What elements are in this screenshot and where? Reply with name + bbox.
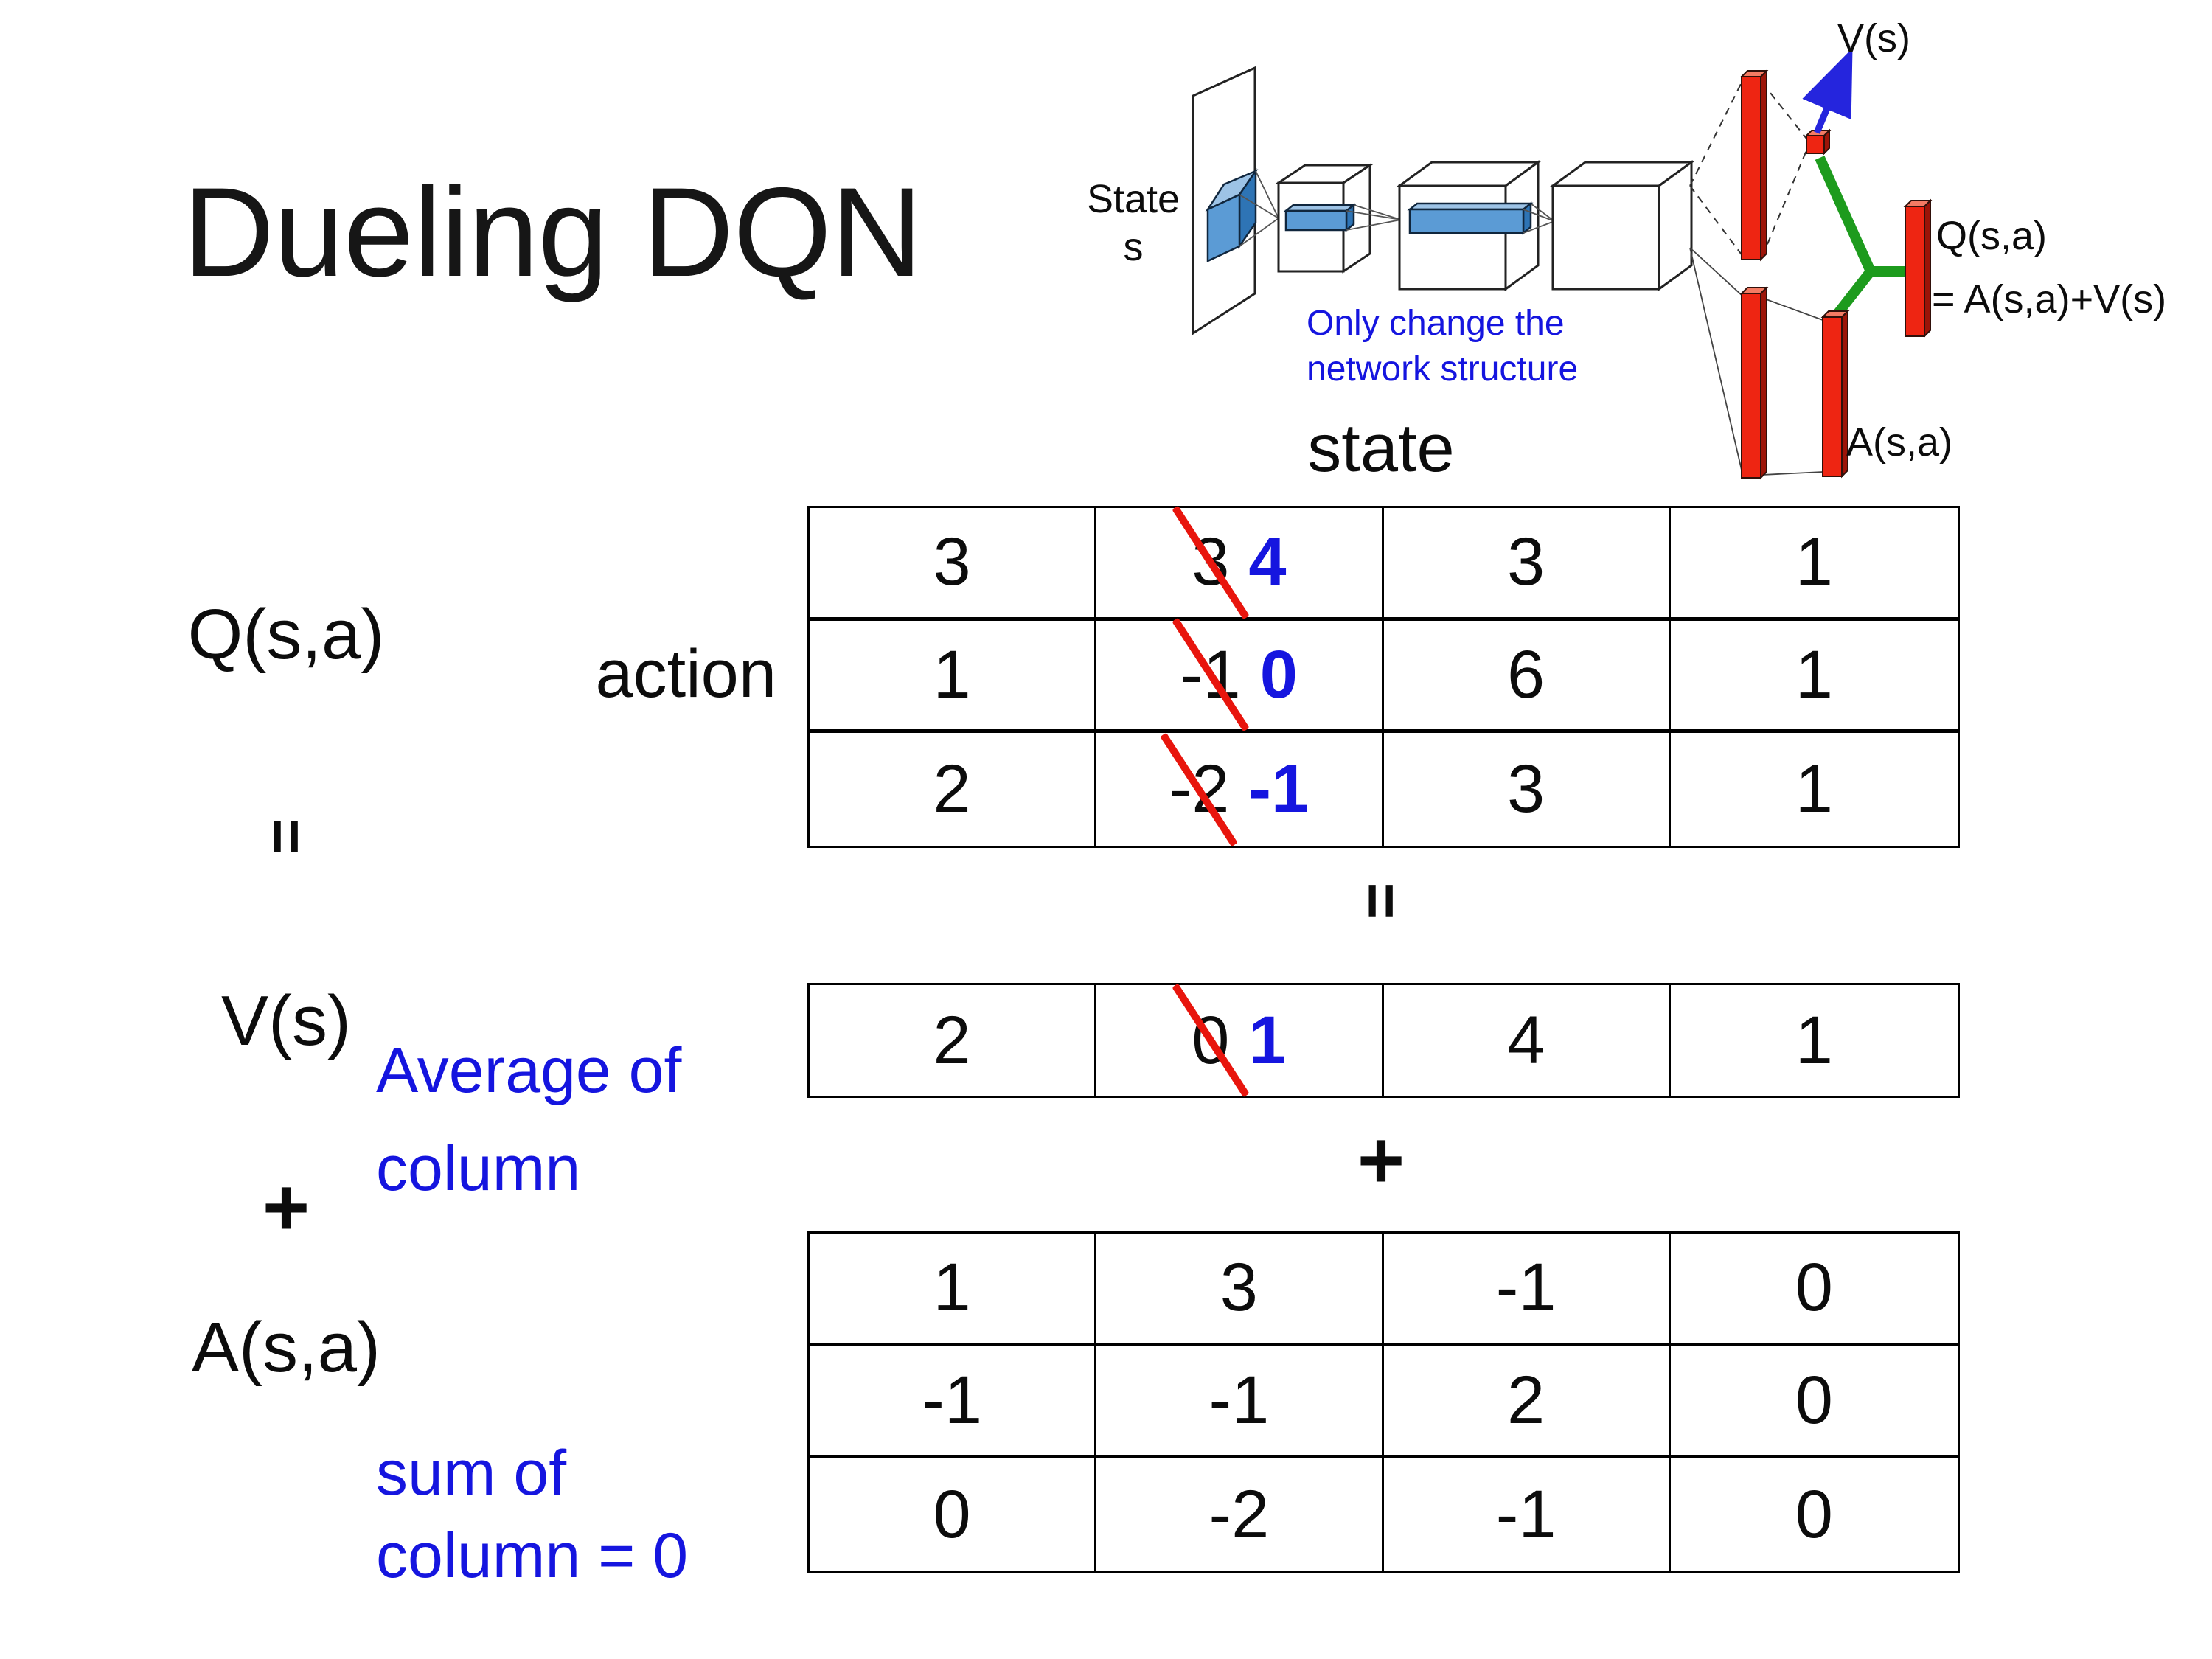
eq-plus: +: [262, 1162, 310, 1253]
new-value: 4: [1248, 524, 1287, 600]
old-value: 0: [1172, 983, 1250, 1098]
new-value: 1: [1248, 1002, 1287, 1078]
eq-q-label: Q(s,a): [187, 595, 385, 674]
strike-slash: [1172, 505, 1250, 620]
sum-note: sum of column = 0: [376, 1438, 689, 1591]
funnel-lines-2: [1346, 204, 1402, 231]
page-title: Dueling DQN: [183, 161, 922, 303]
conv-filter-3: [1407, 201, 1534, 235]
table-cell-struck: 3 4: [1096, 505, 1384, 621]
table-cell: -1: [1383, 1234, 1671, 1346]
diagram-q-label: Q(s,a): [1936, 214, 2048, 258]
advantage-bar: [1820, 309, 1850, 479]
state-header: state: [1307, 411, 1455, 486]
diagram-state-label: State s: [1086, 177, 1180, 269]
fan-dashed-to-value-stream: [1689, 79, 1807, 257]
table-cell: 1: [810, 1234, 1097, 1346]
table-cell: 2: [1383, 1346, 1671, 1459]
table-cell: 1: [810, 620, 1097, 734]
mid-plus: +: [1357, 1115, 1405, 1206]
table-cell-struck: -2 -1: [1096, 732, 1384, 847]
table-cell: 2: [810, 985, 1097, 1096]
old-value: -1: [1172, 618, 1250, 732]
table-cell-struck: 0 1: [1096, 983, 1384, 1098]
eq-v-label: V(s): [221, 981, 351, 1060]
funnel-lines-3: [1523, 203, 1555, 234]
table-cell: 3: [1096, 1234, 1384, 1346]
table-cell: 3: [810, 508, 1097, 621]
value-node: [1804, 128, 1832, 156]
conv-filter-2: [1283, 203, 1357, 232]
strike-slash: [1172, 983, 1250, 1098]
conv-filter-1: [1205, 167, 1259, 262]
diagram-note: Only change the network structure: [1307, 304, 1579, 389]
diagram-a-label: A(s,a): [1846, 420, 1953, 465]
mid-equals: =: [1346, 882, 1416, 919]
new-value: -1: [1248, 751, 1310, 827]
a-table: 1 3 -1 0 -1 -1 2 0 0 -2 -1 0: [807, 1231, 1960, 1573]
table-cell: 0: [1670, 1346, 1958, 1459]
table-cell: 1: [1670, 508, 1958, 621]
q-table: 3 3 4 3 1 1 -1 0 6 1 2 -2 -1 3 1: [807, 505, 1960, 848]
v-table: 2 0 1 4 1: [807, 983, 1960, 1098]
table-cell-struck: -1 0: [1096, 618, 1384, 734]
table-cell: 3: [1384, 733, 1671, 846]
table-cell: 2: [810, 733, 1097, 846]
table-cell: 0: [810, 1458, 1097, 1571]
table-cell: -2: [1096, 1458, 1384, 1571]
fc-layer: [1549, 160, 1695, 291]
table-cell: -1: [1096, 1346, 1384, 1459]
table-cell: -1: [1384, 1458, 1671, 1571]
old-value: -2: [1160, 732, 1239, 847]
eq-a-label: A(s,a): [191, 1308, 381, 1387]
action-header: action: [595, 636, 777, 712]
eq-equals: =: [251, 818, 321, 855]
fan-solid-to-advantage-stream: [1689, 247, 1823, 477]
funnel-lines-1: [1239, 170, 1279, 247]
table-cell: 1: [1670, 621, 1958, 734]
table-cell: 3: [1383, 508, 1671, 621]
dueling-network-diagram: [1192, 48, 1933, 480]
old-value: 3: [1172, 505, 1250, 620]
hidden-bar-top: [1739, 69, 1769, 262]
table-cell: 1: [1795, 1002, 1833, 1078]
combine-connector: [1815, 156, 1907, 322]
table-cell: 0: [1795, 1477, 1833, 1553]
table-cell: 6: [1383, 620, 1671, 734]
table-cell: 4: [1384, 985, 1671, 1096]
new-value: 0: [1259, 636, 1298, 712]
hidden-bar-bottom: [1739, 285, 1769, 480]
q-output-bar: [1903, 198, 1933, 338]
average-note: Average of column: [376, 1035, 682, 1205]
table-cell: 0: [1670, 1234, 1958, 1346]
table-cell: 1: [1795, 751, 1833, 827]
diagram-vs-label: V(s): [1837, 16, 1910, 60]
value-arrow: [1802, 48, 1853, 134]
table-cell: -1: [810, 1346, 1097, 1459]
diagram-q-formula: = A(s,a)+V(s): [1932, 277, 2167, 321]
